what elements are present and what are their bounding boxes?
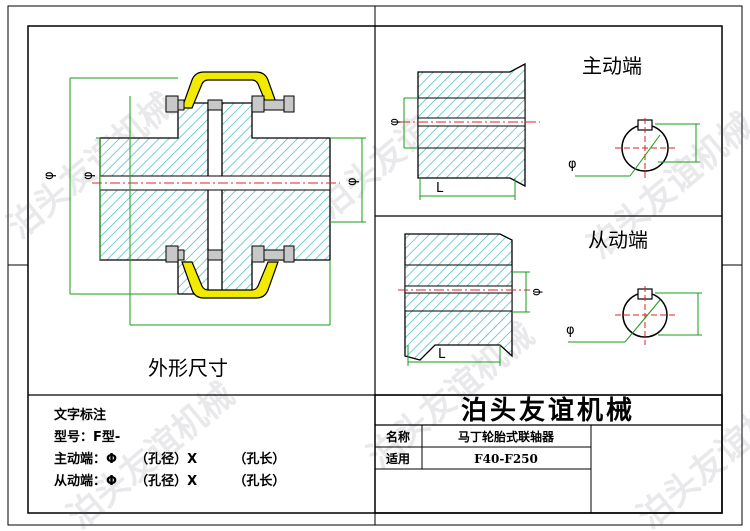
notes-heading: 文字标注 [54, 408, 107, 423]
diameter-label: φ [529, 288, 543, 296]
name-value: 马丁轮胎式联轴器 [458, 429, 555, 444]
tire-bottom [181, 261, 279, 299]
diameter-label: φ [387, 118, 401, 126]
diameter-label: φ [566, 323, 575, 338]
driven-hub-dimensions [407, 271, 530, 366]
outline-dimensions [69, 77, 366, 326]
driving-end-hub-view: φ L φ [387, 62, 700, 200]
model-line: 型号：F型- [54, 430, 121, 445]
driving-end-title: 主动端 [582, 54, 642, 78]
diameter-label: φ [42, 171, 57, 180]
driven-end-hub-view: φ L φ [398, 233, 702, 366]
driven-end-title: 从动端 [588, 228, 648, 252]
diameter-label: φ [345, 177, 360, 186]
driven-end-spec: 从动端：Φ （孔径）X （孔长） [54, 474, 286, 489]
length-label: L [436, 181, 444, 196]
driving-end-spec: 主动端：Φ （孔径）X （孔长） [54, 452, 286, 467]
applicable-label: 适用 [386, 451, 410, 466]
driving-hub-dimensions [403, 97, 516, 200]
driving-end-view-dimensions [575, 123, 700, 177]
name-label: 名称 [386, 429, 410, 444]
coupling-outline-view: φ φ φ [42, 71, 366, 326]
watermark-text: 泊头友谊机械 [630, 375, 750, 531]
title-block [374, 394, 723, 514]
diameter-label: φ [568, 157, 577, 172]
company-name: 泊头友谊机械 [461, 395, 635, 426]
diameter-label: φ [81, 171, 96, 180]
driven-end-view-dimensions [568, 292, 702, 343]
applicable-value: F40-F250 [474, 452, 538, 466]
outline-view-title: 外形尺寸 [148, 356, 228, 380]
length-label: L [438, 347, 446, 362]
clamp-bolts [165, 95, 295, 263]
